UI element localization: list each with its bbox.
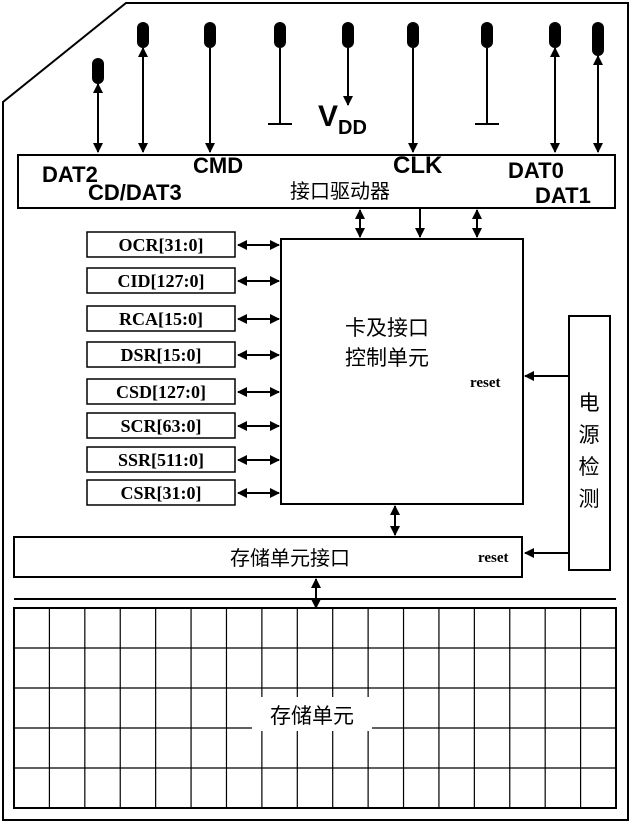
control-unit-label-line1: 卡及接口	[345, 316, 429, 340]
pin-cd-dat3	[137, 22, 149, 153]
register-label: OCR[31:0]	[119, 235, 204, 255]
memory-array-label: 存储单元	[270, 704, 354, 728]
register-list: OCR[31:0] CID[127:0] RCA[15:0] DSR[15:0]…	[86, 231, 280, 506]
register-label: DSR[15:0]	[121, 345, 202, 365]
pin-label-cd-dat3: CD/DAT3	[88, 180, 182, 205]
memory-interface-label: 存储单元接口	[230, 546, 350, 570]
register-ocr: OCR[31:0]	[86, 231, 280, 258]
register-cid: CID[127:0]	[86, 267, 280, 294]
register-label: RCA[15:0]	[119, 309, 203, 329]
control-unit-reset-label: reset	[470, 375, 501, 391]
memory-array-grid	[13, 607, 617, 809]
register-label: CID[127:0]	[118, 271, 205, 291]
pin-cmd	[204, 22, 216, 153]
interface-driver-label: 接口驱动器	[290, 179, 390, 203]
pin-label-dat2: DAT2	[42, 162, 98, 187]
vdd-subscript: DD	[338, 117, 367, 139]
pin-dat2	[92, 58, 104, 153]
svg-text:检: 检	[579, 455, 600, 479]
register-label: SSR[511:0]	[118, 450, 204, 470]
power-detect-box	[568, 315, 611, 571]
register-label: SCR[63:0]	[121, 416, 202, 436]
register-csr: CSR[31:0]	[86, 479, 280, 506]
interface-driver-box	[17, 154, 616, 209]
register-scr: SCR[63:0]	[86, 412, 280, 439]
control-unit-label-line2: 控制单元	[345, 346, 429, 370]
vdd-main: V	[318, 100, 338, 133]
register-label: CSD[127:0]	[116, 382, 206, 402]
pin-label-vdd: VDD	[318, 100, 367, 139]
pin-gnd-left	[268, 22, 292, 125]
register-csd: CSD[127:0]	[86, 378, 280, 405]
control-unit-box	[280, 238, 524, 505]
pin-dat1	[592, 22, 604, 153]
memory-array-border	[13, 607, 617, 809]
svg-text:测: 测	[579, 487, 600, 511]
svg-text:源: 源	[579, 423, 600, 447]
register-dsr: DSR[15:0]	[86, 341, 280, 368]
memory-label-backdrop	[252, 697, 372, 731]
memory-interface-box	[13, 536, 523, 578]
pin-clk	[407, 22, 419, 153]
svg-text:电: 电	[579, 391, 600, 415]
register-label: CSR[31:0]	[121, 483, 202, 503]
power-detect-label: 电 源 检 测	[579, 391, 600, 511]
register-ssr: SSR[511:0]	[86, 446, 280, 473]
pin-label-clk: CLK	[393, 152, 443, 179]
pin-gnd-right	[475, 22, 499, 125]
register-rca: RCA[15:0]	[86, 305, 280, 332]
pin-label-dat0: DAT0	[508, 158, 564, 183]
pin-vdd	[342, 22, 354, 106]
pin-dat0	[549, 22, 561, 153]
pin-label-cmd: CMD	[193, 153, 243, 178]
memory-interface-reset-label: reset	[478, 550, 509, 566]
pin-label-dat1: DAT1	[535, 183, 591, 208]
